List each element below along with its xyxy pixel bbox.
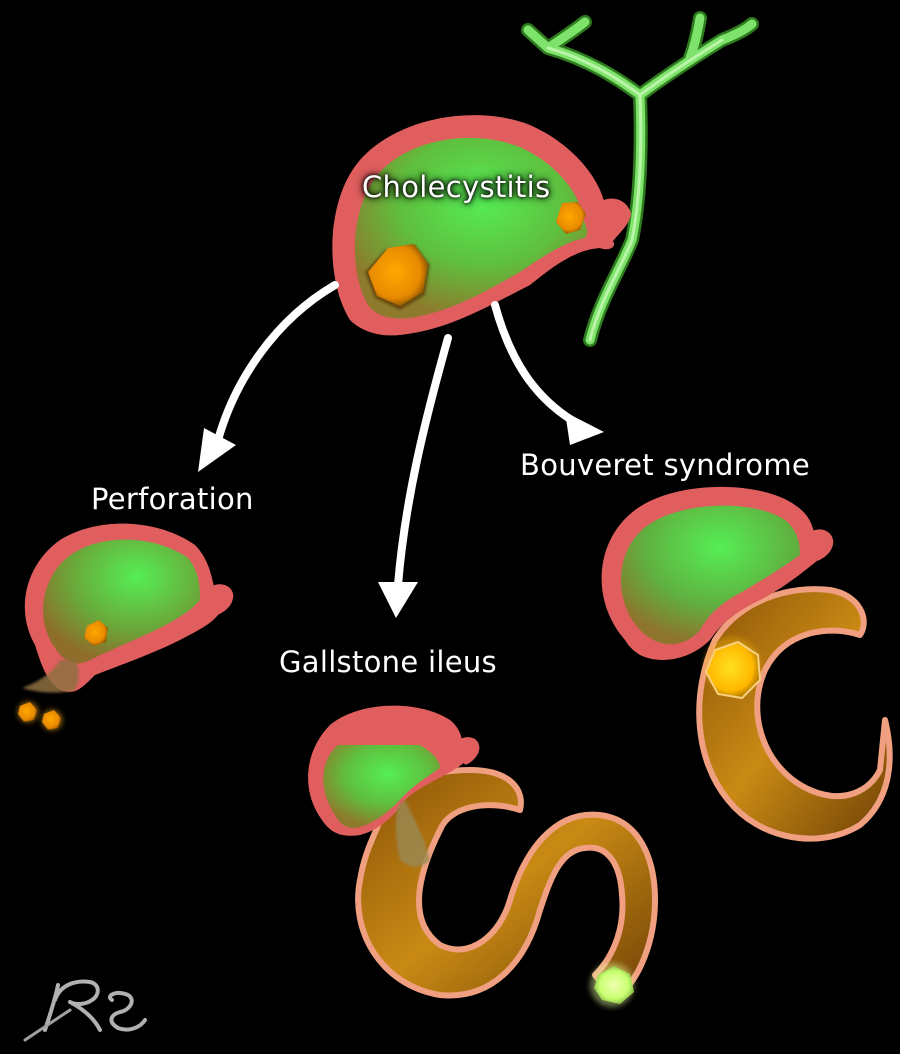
bouveret-syndrome (601, 486, 893, 842)
arrows (214, 281, 584, 589)
arrow-to-bouveret (491, 301, 584, 429)
gallstone-ileus-stone (594, 966, 634, 1004)
escaped-stone-2 (42, 710, 61, 730)
bile-duct (521, 11, 759, 347)
gallbladder-perforation (18, 523, 234, 730)
arrow-to-perforation (214, 281, 339, 444)
label-bouveret-syndrome: Bouveret syndrome (520, 448, 811, 482)
arrowheads (198, 412, 604, 618)
gallstone-bouveret (704, 640, 762, 700)
escaped-stone-1 (18, 702, 37, 722)
small-bowel (355, 767, 658, 1003)
label-gallstone-ileus: Gallstone ileus (279, 645, 497, 679)
label-perforation: Perforation (91, 482, 254, 516)
gallstone-ileus (308, 705, 658, 1007)
rs-signature-logo (23, 979, 147, 1042)
gallbladder-main (332, 115, 632, 336)
gallstone-large (368, 244, 428, 306)
duodenum (696, 586, 893, 842)
gallstone-small (556, 202, 586, 234)
label-cholecystitis: Cholecystitis (362, 170, 551, 204)
arrow-to-gallstone-ileus (394, 334, 452, 589)
gallstone-perforation (84, 620, 108, 646)
